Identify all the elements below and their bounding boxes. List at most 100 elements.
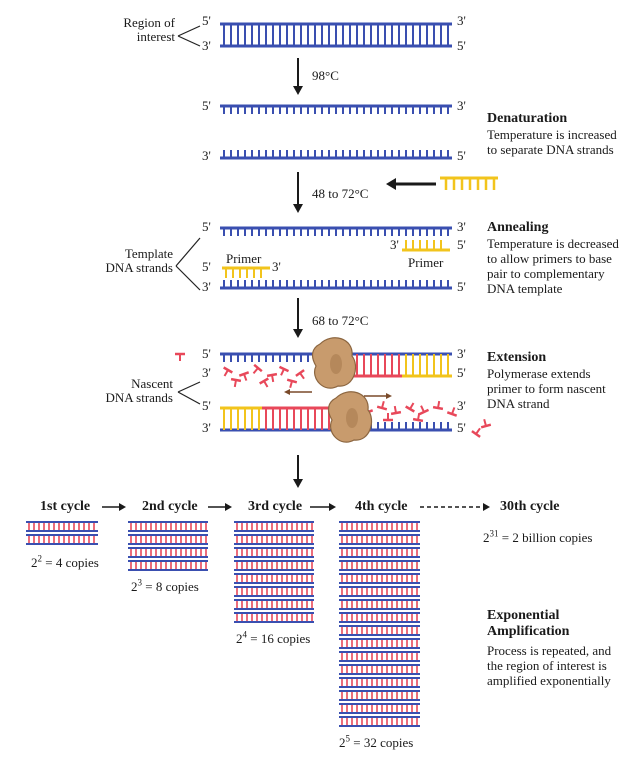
dna-copy: [339, 638, 420, 649]
step-title-annealing: Annealing: [487, 220, 549, 235]
step-text: DNA template: [487, 281, 563, 296]
dna-copy: [234, 599, 314, 610]
bracket-line: [175, 265, 201, 291]
five-prime-label: 5': [202, 259, 211, 274]
step-text: Polymerase extends: [487, 366, 591, 381]
three-prime-label: 3': [272, 259, 281, 274]
five-prime-label: 5': [457, 420, 466, 435]
amplification-text: amplified exponentially: [487, 673, 611, 688]
polymerase-top: [311, 337, 357, 389]
dna-copy: [234, 612, 314, 623]
dna-copy: [339, 625, 420, 636]
three-prime-label: 3': [202, 148, 211, 163]
five-prime-label: 5': [202, 346, 211, 361]
nucleotide: [238, 371, 250, 381]
copies-count: 24 = 16 copies: [236, 629, 311, 646]
three-prime-label: 3': [457, 346, 466, 361]
amplification-title: Amplification: [487, 624, 570, 639]
template-strand-top: [220, 226, 452, 236]
nucleotide: [376, 400, 388, 411]
five-prime-label: 5': [202, 398, 211, 413]
dna-strands: [26, 22, 492, 727]
dna-copy: [339, 534, 420, 545]
cycle-arrow-dashed: [420, 503, 490, 511]
amplification-text: the region of interest is: [487, 658, 607, 673]
dna-strand-bottom: [220, 150, 452, 160]
cycle-label: 3rd cycle: [248, 499, 303, 514]
dna-copy: [339, 547, 420, 558]
copies-count: 22 = 4 copies: [31, 553, 99, 570]
template-strand-bottom: [220, 280, 452, 290]
nucleotide: [405, 402, 415, 413]
nascent-label-line1: Nascent: [131, 376, 173, 391]
three-prime-label: 3': [457, 219, 466, 234]
nucleotide: [432, 400, 444, 411]
bracket-line: [177, 25, 201, 37]
polymerase-bottom: [327, 391, 373, 443]
nucleotide: [230, 377, 242, 388]
nucleotide: [259, 377, 269, 388]
amplification-title: Exponential: [487, 608, 560, 623]
cycle-arrow: [208, 503, 232, 511]
anneal-temp: 48 to 72°C: [312, 186, 369, 201]
region-label-line1: Region of: [123, 15, 175, 30]
dna-copy: [234, 547, 314, 558]
arrows: [102, 58, 498, 511]
dna-copy: [339, 690, 420, 701]
amplification-text: Process is repeated, and: [487, 643, 612, 658]
five-prime-label: 5': [457, 237, 466, 252]
nucleotide: [383, 413, 393, 422]
five-prime-label: 5': [202, 13, 211, 28]
polymerases: [311, 337, 373, 443]
arrow-anneal: [293, 172, 303, 213]
three-prime-label: 3': [202, 420, 211, 435]
nucleotide: [471, 427, 481, 438]
nucleotide: [412, 412, 424, 423]
step-text: Temperature is decreased: [487, 236, 619, 251]
nascent-label-line2: DNA strands: [105, 390, 173, 405]
dna-copy: [339, 521, 420, 532]
direction-arrow-left: [284, 389, 312, 395]
dna-copy: [128, 560, 208, 571]
five-prime-label: 5': [202, 98, 211, 113]
dna-duplex-region: [220, 22, 452, 48]
three-prime-label: 3': [457, 98, 466, 113]
dna-stack-cycle1: [26, 521, 98, 545]
step-text: DNA strand: [487, 396, 550, 411]
primer-right: [402, 240, 450, 252]
bracket-line: [175, 237, 201, 267]
nucleotide: [266, 372, 278, 383]
template-label-line1: Template: [124, 246, 173, 261]
step-text: pair to complementary: [487, 266, 605, 281]
dna-stack-cycle2: [128, 521, 208, 571]
template-label-line2: DNA strands: [105, 260, 173, 275]
step-text: to allow primers to base: [487, 251, 612, 266]
nucleotide: [295, 369, 305, 380]
primer-left: [222, 266, 270, 278]
dna-stack-cycle4: [339, 521, 420, 727]
dna-copy: [26, 534, 98, 545]
nucleotide: [223, 366, 233, 377]
nucleotide: [418, 405, 430, 416]
dna-copy: [339, 651, 420, 662]
step-title-denaturation: Denaturation: [487, 111, 568, 126]
dna-copy: [234, 573, 314, 584]
nucleotide: [480, 418, 492, 429]
cycle-label: 4th cycle: [355, 499, 408, 514]
cycle-label: 2nd cycle: [142, 499, 198, 514]
dna-copy: [128, 547, 208, 558]
three-prime-label: 3': [202, 279, 211, 294]
three-prime-label: 3': [390, 237, 399, 252]
copies-count: 231 = 2 billion copies: [483, 528, 593, 545]
primer-icon: [386, 176, 498, 190]
five-prime-label: 5': [202, 219, 211, 234]
primer-label: Primer: [408, 255, 444, 270]
copies-count: 23 = 8 copies: [131, 577, 199, 594]
direction-arrow-right: [364, 393, 392, 399]
cycle-arrow: [310, 503, 336, 511]
dna-copy: [234, 560, 314, 571]
extend-temp: 68 to 72°C: [312, 313, 369, 328]
step-title-extension: Extension: [487, 350, 547, 365]
bracket-line: [177, 381, 201, 393]
cycle-label: 1st cycle: [40, 499, 91, 514]
